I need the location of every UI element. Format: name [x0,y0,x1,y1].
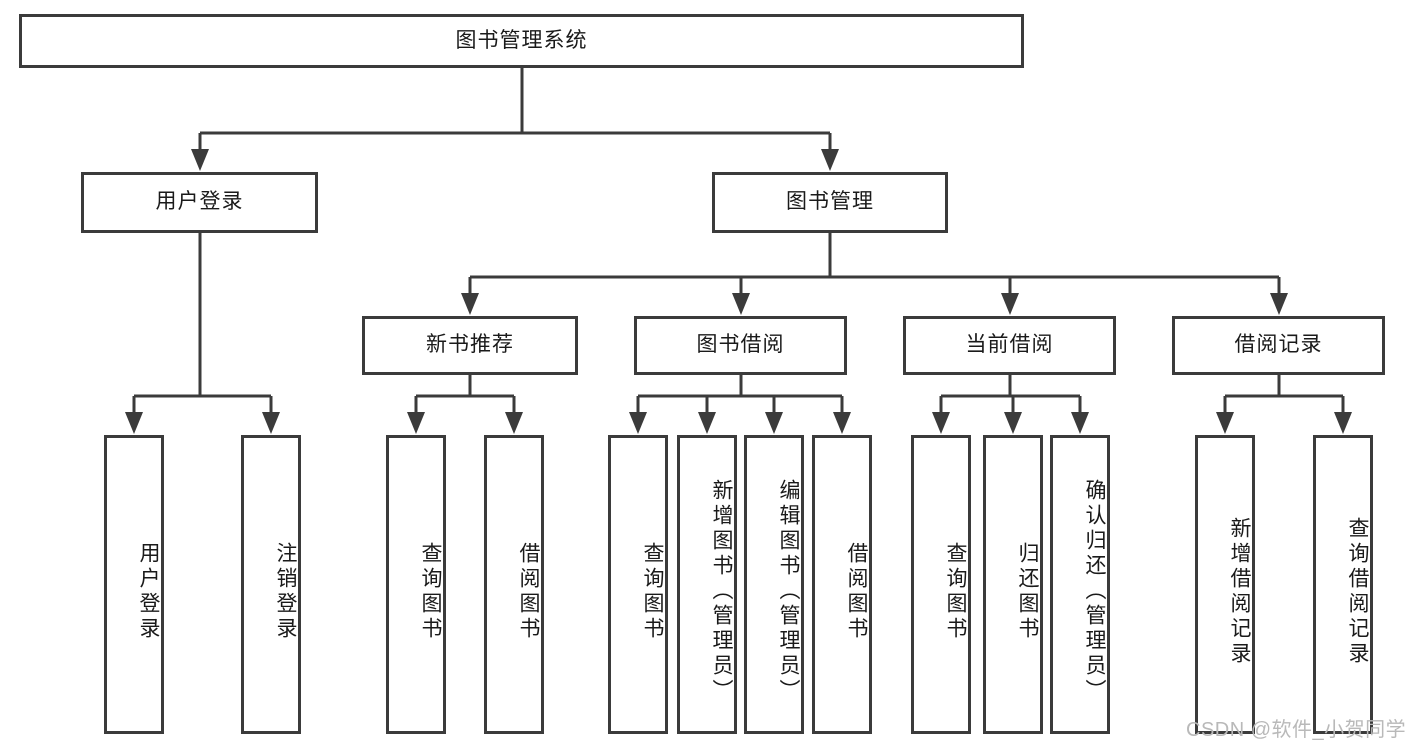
node-new-book-rec[interactable]: 新书推荐 [362,316,578,375]
node-leaf-edit-book[interactable]: 编辑图书（管理员） [744,435,804,734]
node-leaf-query-book-1[interactable]: 查询图书 [386,435,446,734]
node-label: 查询借阅记录 [1346,516,1369,667]
node-root[interactable]: 图书管理系统 [19,14,1024,68]
node-leaf-return-book[interactable]: 归还图书 [983,435,1043,734]
node-leaf-query-book-2[interactable]: 查询图书 [608,435,668,734]
node-label: 确认归还（管理员） [1083,479,1106,704]
node-leaf-confirm-return[interactable]: 确认归还（管理员） [1050,435,1110,734]
node-leaf-logout[interactable]: 注销登录 [241,435,301,734]
node-book-manage[interactable]: 图书管理 [712,172,948,233]
node-label: 借阅记录 [1234,333,1323,357]
node-current-borrow[interactable]: 当前借阅 [903,316,1116,375]
node-label: 用户登录 [155,190,244,214]
node-label: 用户登录 [137,541,160,642]
node-label: 查询图书 [944,541,967,642]
node-leaf-borrow-book-2[interactable]: 借阅图书 [812,435,872,734]
node-label: 借阅图书 [517,541,540,642]
node-leaf-query-record[interactable]: 查询借阅记录 [1313,435,1373,734]
node-label: 新书推荐 [426,333,514,357]
node-leaf-add-record[interactable]: 新增借阅记录 [1195,435,1255,734]
node-label: 图书管理系统 [455,28,588,52]
node-leaf-user-login[interactable]: 用户登录 [104,435,164,734]
node-label: 注销登录 [274,541,297,642]
watermark-text: CSDN @软件_小贺同学 [1186,719,1405,741]
node-label: 当前借阅 [965,333,1054,357]
node-label: 新增图书（管理员） [710,479,733,704]
node-label: 归还图书 [1016,541,1039,642]
node-label: 借阅图书 [845,541,868,642]
node-borrow-record[interactable]: 借阅记录 [1172,316,1385,375]
node-label: 图书管理 [786,190,874,214]
node-label: 图书借阅 [696,333,785,357]
node-leaf-borrow-book-1[interactable]: 借阅图书 [484,435,544,734]
node-label: 查询图书 [641,541,664,642]
node-leaf-query-book-3[interactable]: 查询图书 [911,435,971,734]
node-book-borrow[interactable]: 图书借阅 [634,316,847,375]
node-label: 查询图书 [419,541,442,642]
node-label: 编辑图书（管理员） [777,479,800,704]
node-label: 新增借阅记录 [1228,516,1251,667]
node-leaf-add-book[interactable]: 新增图书（管理员） [677,435,737,734]
node-user-login[interactable]: 用户登录 [81,172,318,233]
